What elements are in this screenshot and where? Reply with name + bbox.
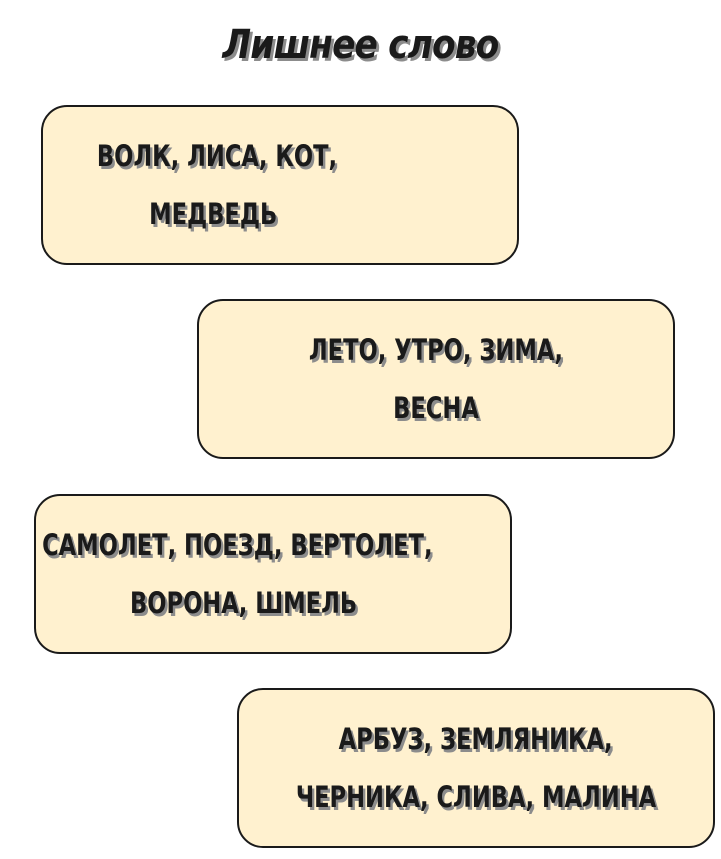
word-card-3-line-2: ВОРОНА, ШМЕЛЬ [130,586,358,620]
word-card-2[interactable]: ЛЕТО, УТРО, ЗИМА, ВЕСНА [197,299,675,459]
word-card-4-line-1: АРБУЗ, ЗЕМЛЯНИКА, [339,722,613,756]
word-card-1-line-2: МЕДВЕДЬ [148,197,278,231]
word-card-1[interactable]: ВОЛК, ЛИСА, КОТ, МЕДВЕДЬ [41,105,519,265]
word-card-3[interactable]: САМОЛЕТ, ПОЕЗД, ВЕРТОЛЕТ, ВОРОНА, ШМЕЛЬ [34,494,512,654]
word-card-4-line-2: ЧЕРНИКА, СЛИВА, МАЛИНА [295,780,657,814]
word-card-2-line-2: ВЕСНА [393,391,479,425]
word-card-2-line-1: ЛЕТО, УТРО, ЗИМА, [308,333,564,367]
page-title: Лишнее слово [222,22,500,68]
word-card-4[interactable]: АРБУЗ, ЗЕМЛЯНИКА, ЧЕРНИКА, СЛИВА, МАЛИНА [237,688,715,848]
word-card-3-line-1: САМОЛЕТ, ПОЕЗД, ВЕРТОЛЕТ, [41,528,433,562]
word-card-1-line-1: ВОЛК, ЛИСА, КОТ, [97,139,338,173]
